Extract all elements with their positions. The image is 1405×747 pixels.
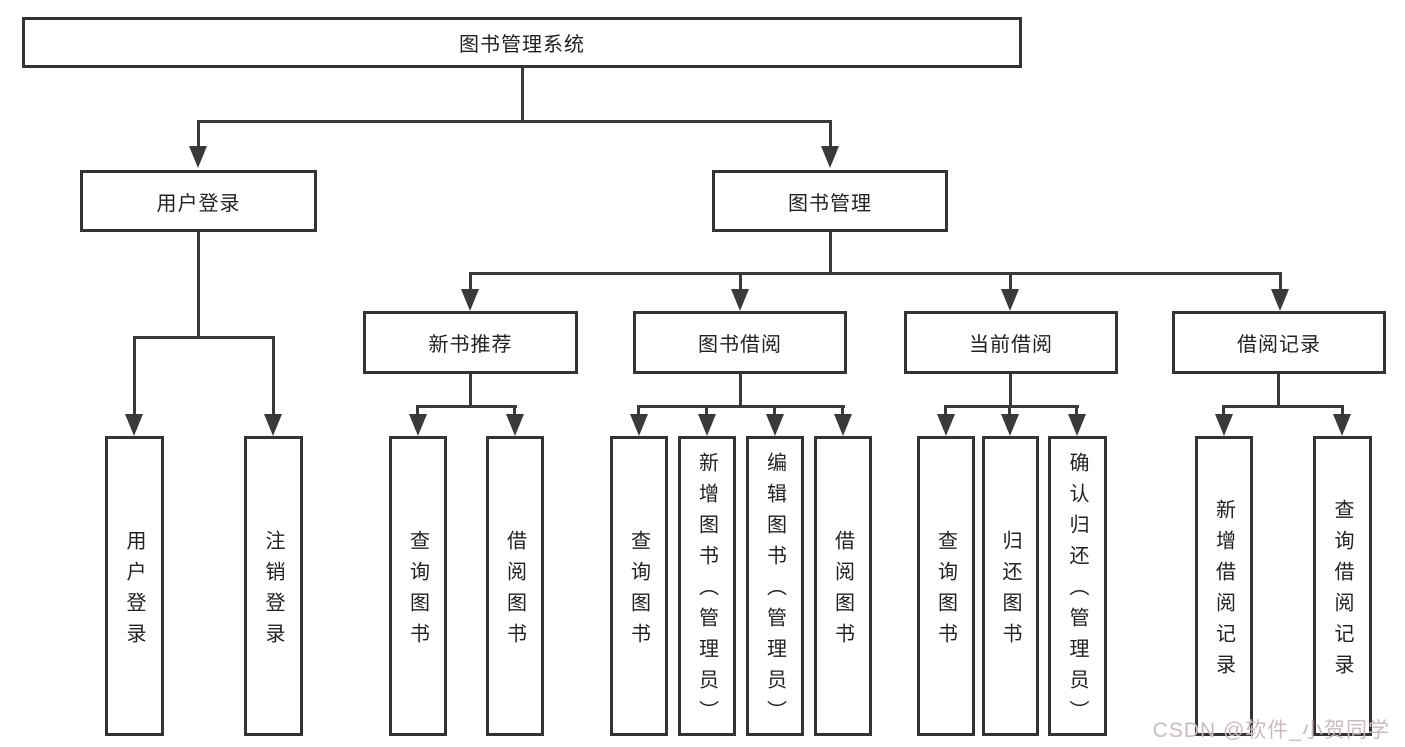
leaf-user-login: 用户登录 (105, 436, 164, 736)
arrowhead-down-icon (731, 289, 749, 311)
node-root: 图书管理系统 (22, 17, 1022, 68)
leaf-add-books-admin: 新增图书（管理员） (678, 436, 736, 736)
leaf-borrow-books-2: 借阅图书 (814, 436, 872, 736)
arrowhead-down-icon (1001, 289, 1019, 311)
arrowhead-down-icon (1215, 414, 1233, 436)
arrowhead-down-icon (1068, 414, 1086, 436)
connector-records-rail (1222, 405, 1344, 408)
arrowhead-down-icon (937, 414, 955, 436)
arrowhead-down-icon (506, 414, 524, 436)
arrowhead-down-icon (409, 414, 427, 436)
connector-stub (1341, 405, 1344, 414)
node-borrow-records: 借阅记录 (1172, 311, 1386, 374)
node-new-book-recommend: 新书推荐 (363, 311, 578, 374)
node-book-borrowing: 图书借阅 (633, 311, 847, 374)
connector-stub (1008, 405, 1011, 414)
arrowhead-down-icon (264, 414, 282, 436)
arrowhead-down-icon (630, 414, 648, 436)
connector-current-rail (944, 405, 1079, 408)
connector-stub (1222, 405, 1225, 414)
arrowhead-down-icon (189, 146, 207, 168)
arrowhead-down-icon (766, 414, 784, 436)
connector-to-borrowing (739, 272, 742, 289)
connector-stub (416, 405, 419, 414)
connector-stub (705, 405, 708, 414)
connector-to-current (1009, 272, 1012, 289)
connector-stub (944, 405, 947, 414)
leaf-edit-books-admin: 编辑图书（管理员） (746, 436, 804, 736)
leaf-logout: 注销登录 (244, 436, 303, 736)
connector-to-book-mgmt (829, 120, 832, 148)
connector-records-drop (1277, 374, 1280, 405)
connector-to-records (1279, 272, 1282, 289)
arrowhead-down-icon (1271, 289, 1289, 311)
connector-borrowing-rail (637, 405, 845, 408)
connector-to-user-login (197, 120, 200, 148)
leaf-add-borrow-record: 新增借阅记录 (1195, 436, 1253, 736)
arrowhead-down-icon (698, 414, 716, 436)
connector-newbooks-rail (416, 405, 517, 408)
connector-stub (773, 405, 776, 414)
arrowhead-down-icon (834, 414, 852, 436)
leaf-query-books-1: 查询图书 (389, 436, 447, 736)
arrowhead-down-icon (461, 289, 479, 311)
node-user-login: 用户登录 (80, 170, 317, 232)
connector-stub (841, 405, 844, 414)
connector-level1-rail (197, 120, 832, 123)
connector-borrowing-drop (739, 374, 742, 405)
connector-root-drop (521, 68, 524, 120)
connector-user-login-drop (197, 232, 200, 336)
connector-to-login (133, 336, 136, 414)
connector-newbooks-drop (469, 374, 472, 405)
leaf-confirm-return-admin: 确认归还（管理员） (1048, 436, 1107, 736)
arrowhead-down-icon (1001, 414, 1019, 436)
connector-level3-rail (469, 272, 1281, 275)
connector-current-drop (1009, 374, 1012, 405)
connector-book-mgmt-drop (829, 232, 832, 272)
arrowhead-down-icon (821, 146, 839, 168)
leaf-query-books-2: 查询图书 (610, 436, 668, 736)
node-current-borrowing: 当前借阅 (904, 311, 1118, 374)
connector-user-login-rail (133, 336, 275, 339)
leaf-return-books: 归还图书 (982, 436, 1039, 736)
leaf-query-borrow-record: 查询借阅记录 (1313, 436, 1372, 736)
connector-to-logout (272, 336, 275, 414)
leaf-query-books-3: 查询图书 (917, 436, 975, 736)
connector-stub (513, 405, 516, 414)
node-book-management: 图书管理 (712, 170, 948, 232)
arrowhead-down-icon (1333, 414, 1351, 436)
leaf-borrow-books-1: 借阅图书 (486, 436, 544, 736)
connector-to-new-books (469, 272, 472, 289)
watermark: CSDN @软件_小贺同学 (1152, 719, 1390, 742)
arrowhead-down-icon (125, 414, 143, 436)
connector-stub (637, 405, 640, 414)
connector-stub (1075, 405, 1078, 414)
